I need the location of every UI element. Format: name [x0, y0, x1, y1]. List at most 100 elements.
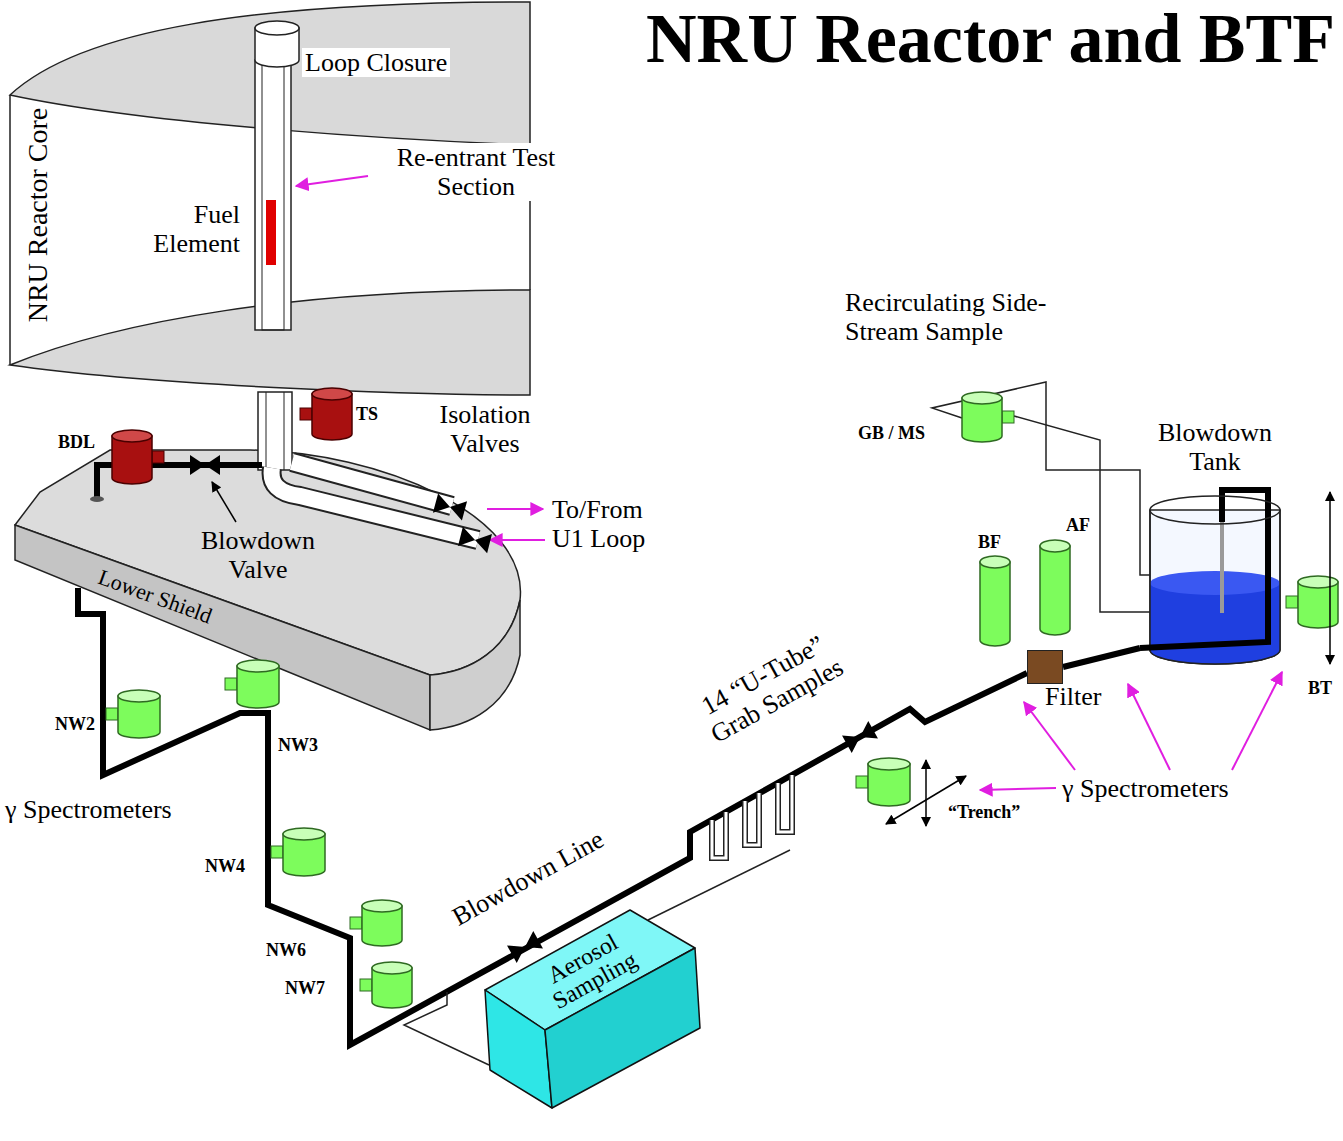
test-section-tube	[255, 60, 291, 330]
inlet-pipe	[1140, 490, 1268, 648]
valve-symbol	[507, 931, 543, 963]
detector-nub	[225, 678, 237, 690]
tank-water	[1150, 583, 1280, 664]
flow-arrow	[487, 508, 543, 510]
detector-top	[362, 900, 402, 912]
spectrometer-id: BDL	[58, 432, 95, 452]
gamma-spectrometer	[360, 962, 412, 1008]
side-stream-line	[1014, 416, 1150, 612]
gamma-spectrometer	[1040, 540, 1070, 635]
gamma-spectrometer	[225, 660, 279, 708]
blowdown-tank: Blowdown Tank	[1140, 418, 1290, 668]
valve-symbol	[842, 721, 878, 753]
valve-symbol	[458, 527, 492, 554]
gamma-spectrometer	[980, 556, 1010, 646]
spectrometer-id: NW2	[55, 714, 95, 734]
component-label: Re-entrant Test Section	[378, 143, 574, 201]
detector-nub	[271, 846, 283, 858]
test-section-inner	[262, 60, 284, 330]
box-face	[485, 990, 552, 1108]
spectrometer-id: NW3	[278, 735, 318, 755]
spectrometer-id: TS	[356, 404, 378, 424]
component-label: Loop Closure	[302, 48, 450, 77]
motion-arrow	[925, 760, 927, 826]
spectrometer-id: NW6	[266, 940, 306, 960]
detector-top	[112, 430, 152, 442]
tank-rod	[1220, 522, 1224, 613]
group-label: γ Spectrometers	[1062, 774, 1229, 803]
valve-symbol	[190, 455, 220, 475]
shield-side	[430, 600, 520, 730]
gamma-spectrometer	[962, 392, 1014, 442]
u-tube	[712, 775, 792, 858]
gamma-spectrometer	[106, 690, 160, 738]
leader-arrow	[296, 176, 368, 186]
gamma-spectrometer	[350, 900, 402, 946]
leader-arrow	[1024, 702, 1075, 770]
spectrometer-id: NW4	[205, 856, 245, 876]
component-label: Recirculating Side-Stream Sample	[845, 288, 1075, 346]
detector-top	[372, 962, 412, 974]
flow-label: To/From U1 Loop	[552, 495, 667, 553]
side-stream-line	[932, 382, 1150, 575]
filter-box: Filter	[1027, 650, 1063, 684]
detector-top	[118, 690, 160, 702]
detector-top	[962, 392, 1002, 404]
pipe-connector	[1063, 648, 1140, 667]
detector-body	[1298, 582, 1338, 628]
component-label: Blowdown Valve	[188, 526, 328, 584]
leader-arrow	[980, 788, 1056, 790]
valve-symbol	[433, 493, 467, 520]
tank-rim	[1150, 496, 1280, 524]
detector-top	[1040, 540, 1070, 552]
diagram-title: NRU Reactor and BTF	[646, 0, 1335, 77]
detector-body	[980, 562, 1010, 646]
component-label: Isolation Valves	[420, 400, 550, 458]
core-label: NRU Reactor Core	[22, 108, 53, 323]
gamma-spectrometer	[112, 430, 164, 484]
flow-arrow	[490, 539, 545, 541]
detector-top	[237, 660, 279, 672]
spectrometer-id: GB / MS	[858, 423, 925, 443]
gamma-spectrometer	[271, 828, 325, 876]
detector-nub	[360, 979, 372, 991]
spectrometer-id: “Trench”	[948, 802, 1020, 822]
motion-arrow	[1329, 492, 1331, 664]
shield-hole	[90, 496, 104, 502]
detector-top	[283, 828, 325, 840]
gamma-spectrometer	[856, 758, 910, 806]
detector-top	[312, 388, 352, 400]
fuel-element	[266, 200, 276, 265]
leader-arrow	[1128, 684, 1170, 770]
detector-body	[112, 436, 152, 484]
detector-top	[1298, 576, 1338, 588]
detector-nub	[856, 776, 868, 788]
detector-nub	[1286, 596, 1298, 608]
detector-nub	[152, 451, 164, 463]
leader-arrow	[1232, 672, 1282, 770]
detector-body	[1040, 546, 1070, 635]
blowdown-line	[78, 588, 1027, 1045]
spectrometer-id: NW7	[285, 978, 325, 998]
sample-line	[404, 992, 489, 1065]
component-label: 14 “U-Tube” Grab Samples	[684, 623, 857, 754]
u-tube	[712, 775, 792, 858]
leader-arrow	[212, 482, 236, 522]
water-surface	[1150, 571, 1280, 595]
group-label: γ Spectrometers	[5, 795, 172, 824]
gamma-spectrometer	[300, 388, 352, 440]
test-section-inner	[266, 392, 284, 470]
spectrometer-id: AF	[1066, 515, 1090, 535]
box-label: Filter	[1045, 682, 1101, 711]
detector-nub	[106, 708, 118, 720]
spectrometer-id: BT	[1308, 678, 1332, 698]
detector-top	[868, 758, 910, 770]
detector-body	[312, 394, 352, 440]
spectrometer-id: BF	[978, 532, 1001, 552]
aerosol-sampling-box: Aerosol Sampling	[483, 902, 703, 1112]
shield-front	[15, 525, 430, 730]
component-label: Fuel Element	[125, 200, 240, 258]
spectrometer-group	[106, 388, 1338, 1008]
detector-nub	[300, 408, 312, 420]
